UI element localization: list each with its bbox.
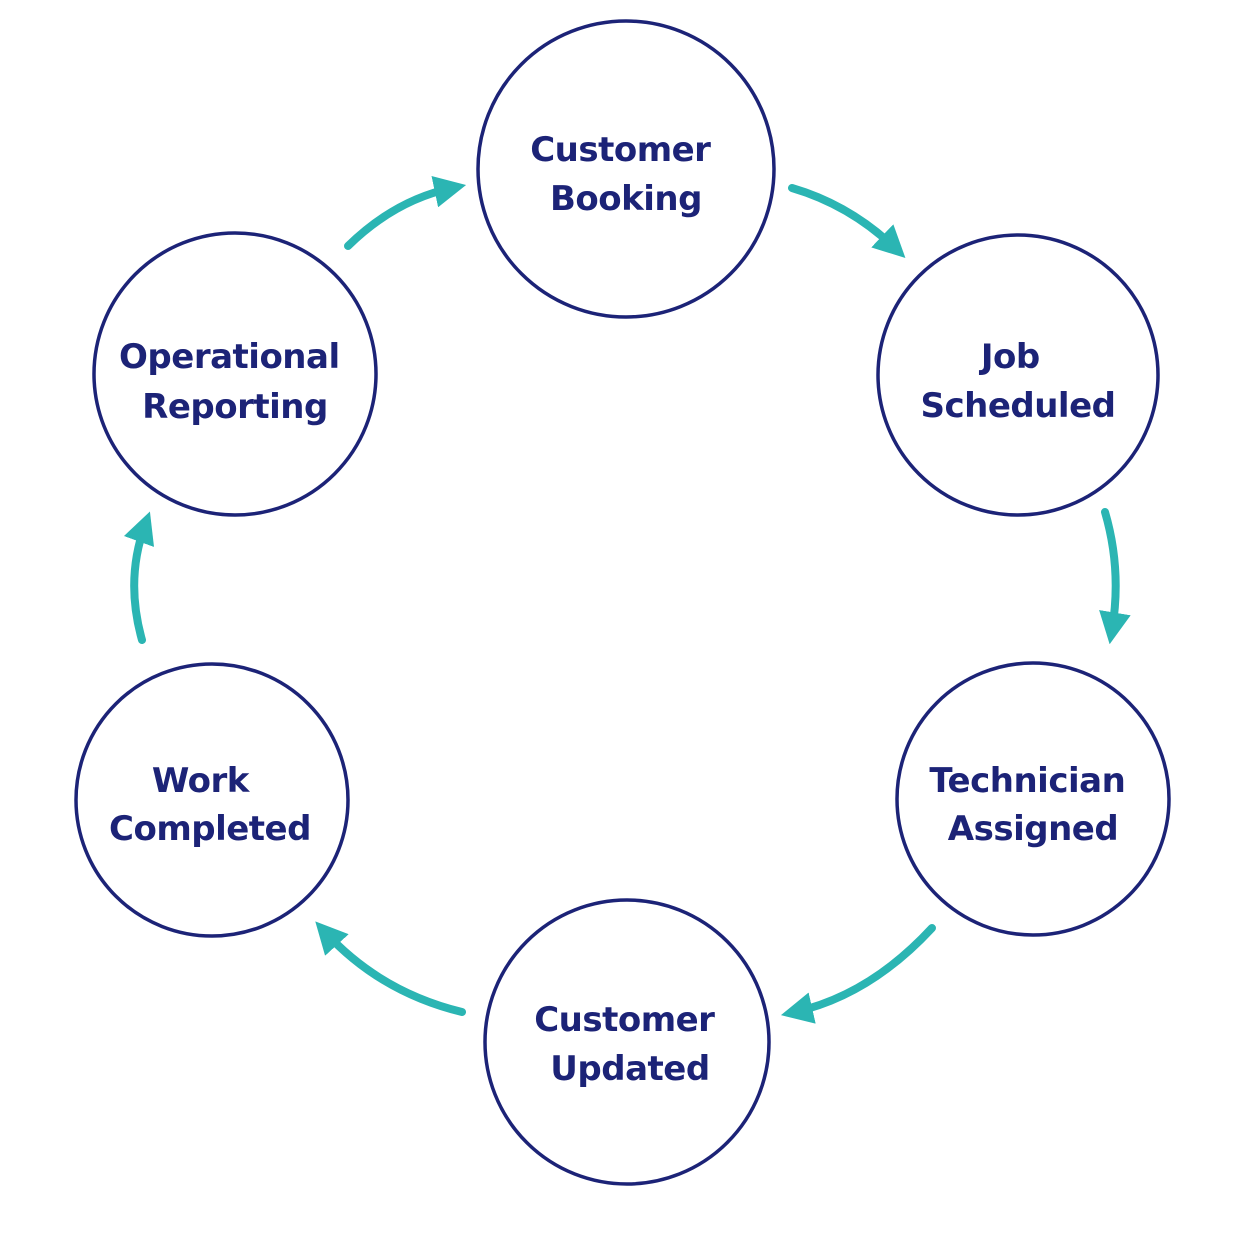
node-label-line: Technician (929, 761, 1125, 801)
node-label: Job Scheduled (920, 337, 1115, 426)
node-label-line: Work (152, 761, 251, 801)
node-label: Customer Booking (530, 130, 722, 219)
node-circle (895, 661, 1171, 937)
flow-arrows (123, 175, 1131, 1024)
arrow-work-completed-to-operational-reporting (123, 511, 155, 644)
node-label-line: Assigned (948, 809, 1118, 849)
node-customer-updated: Customer Updated (483, 898, 771, 1186)
arrow-customer-booking-to-job-scheduled (788, 184, 906, 258)
node-customer-booking: Customer Booking (476, 19, 776, 319)
node-label-line: Booking (550, 179, 702, 219)
node-circle (483, 898, 771, 1186)
node-label: Work Completed (109, 761, 311, 849)
node-label-line: Scheduled (920, 386, 1115, 426)
node-label: Technician Assigned (929, 761, 1136, 849)
node-label-line: Customer (534, 1000, 715, 1040)
node-circle (74, 662, 350, 938)
node-circle (476, 19, 776, 319)
arrow-operational-reporting-to-customer-booking (344, 175, 467, 250)
node-operational-reporting: Operational Reporting (92, 231, 378, 517)
node-label: Customer Updated (534, 1000, 726, 1089)
node-label-line: Operational (119, 337, 340, 377)
node-label-line: Completed (109, 809, 311, 849)
node-circle (92, 231, 378, 517)
arrow-customer-updated-to-work-completed (315, 921, 466, 1016)
arrow-job-scheduled-to-technician-assigned (1099, 508, 1131, 645)
node-work-completed: Work Completed (74, 662, 350, 938)
node-label-line: Updated (550, 1049, 709, 1089)
node-label-line: Reporting (142, 387, 328, 427)
node-technician-assigned: Technician Assigned (895, 661, 1171, 937)
node-label-line: Job (979, 337, 1040, 377)
node-job-scheduled: Job Scheduled (876, 233, 1160, 517)
node-label: Operational Reporting (119, 337, 351, 427)
node-circle (876, 233, 1160, 517)
arrow-technician-assigned-to-customer-updated (780, 924, 936, 1024)
node-label-line: Customer (530, 130, 711, 170)
